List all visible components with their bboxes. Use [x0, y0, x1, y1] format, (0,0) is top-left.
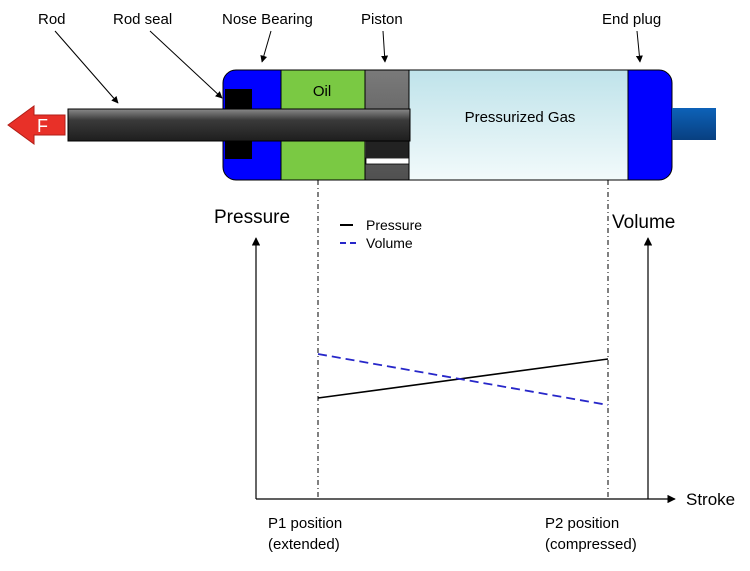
gas-label: Pressurized Gas [465, 109, 576, 126]
end-plug-callout-label: End plug [602, 11, 661, 28]
rod-callout-label: Rod [38, 11, 66, 28]
stroke-graph: Pressure Volume Stroke Pressure Volume P… [214, 180, 735, 553]
force-label: F [37, 116, 48, 136]
piston-leader-line [381, 30, 389, 63]
oil-label: Oil [313, 83, 331, 100]
rod [67, 108, 411, 142]
volume-axis-label: Volume [612, 212, 675, 233]
p1-state-label: (extended) [268, 536, 340, 553]
pressure-line [317, 358, 609, 399]
rod-leader-line [54, 30, 119, 104]
stroke-axis-label: Stroke [686, 490, 735, 509]
pressure-axis-label: Pressure [214, 207, 290, 228]
legend: Pressure Volume [340, 217, 422, 251]
gas-spring-cylinder: F Oil Pressurized Gas [7, 69, 716, 181]
force-arrow [7, 105, 66, 145]
rod-seal-leader-line [149, 30, 223, 99]
nose-bearing-leader-line [260, 30, 272, 63]
piston-seal-gap [365, 157, 410, 165]
p2-state-label: (compressed) [545, 536, 637, 553]
legend-pressure-label: Pressure [366, 217, 422, 233]
end-plug-leader-line [635, 30, 643, 63]
callouts: Rod Rod seal Nose Bearing Piston End plu… [38, 11, 661, 104]
rod-seal-callout-label: Rod seal [113, 11, 172, 28]
nose-bearing-callout-label: Nose Bearing [222, 11, 313, 28]
legend-volume-label: Volume [366, 235, 413, 251]
piston-lower-band [366, 140, 409, 158]
gas-chamber [408, 69, 629, 181]
p1-position-label: P1 position [268, 515, 342, 532]
end-mount [672, 108, 716, 140]
piston-callout-label: Piston [361, 11, 403, 28]
p2-position-label: P2 position [545, 515, 619, 532]
volume-line [317, 353, 609, 406]
